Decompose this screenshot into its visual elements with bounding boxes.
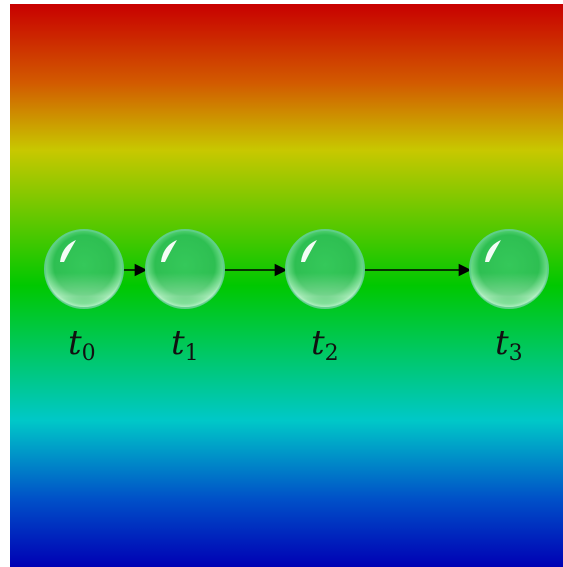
- label-t0-sub: 0: [82, 341, 96, 366]
- label-t2-main: t: [311, 323, 325, 363]
- node-t1: [146, 230, 224, 308]
- label-t1-sub: 1: [185, 341, 199, 366]
- label-t0-main: t: [68, 323, 82, 363]
- label-t3-main: t: [495, 323, 509, 363]
- label-t2-sub: 2: [325, 341, 339, 366]
- node-t0: [45, 230, 123, 308]
- label-t3-sub: 3: [509, 341, 523, 366]
- node-t3: [470, 230, 548, 308]
- label-t1-main: t: [171, 323, 185, 363]
- node-t2: [286, 230, 364, 308]
